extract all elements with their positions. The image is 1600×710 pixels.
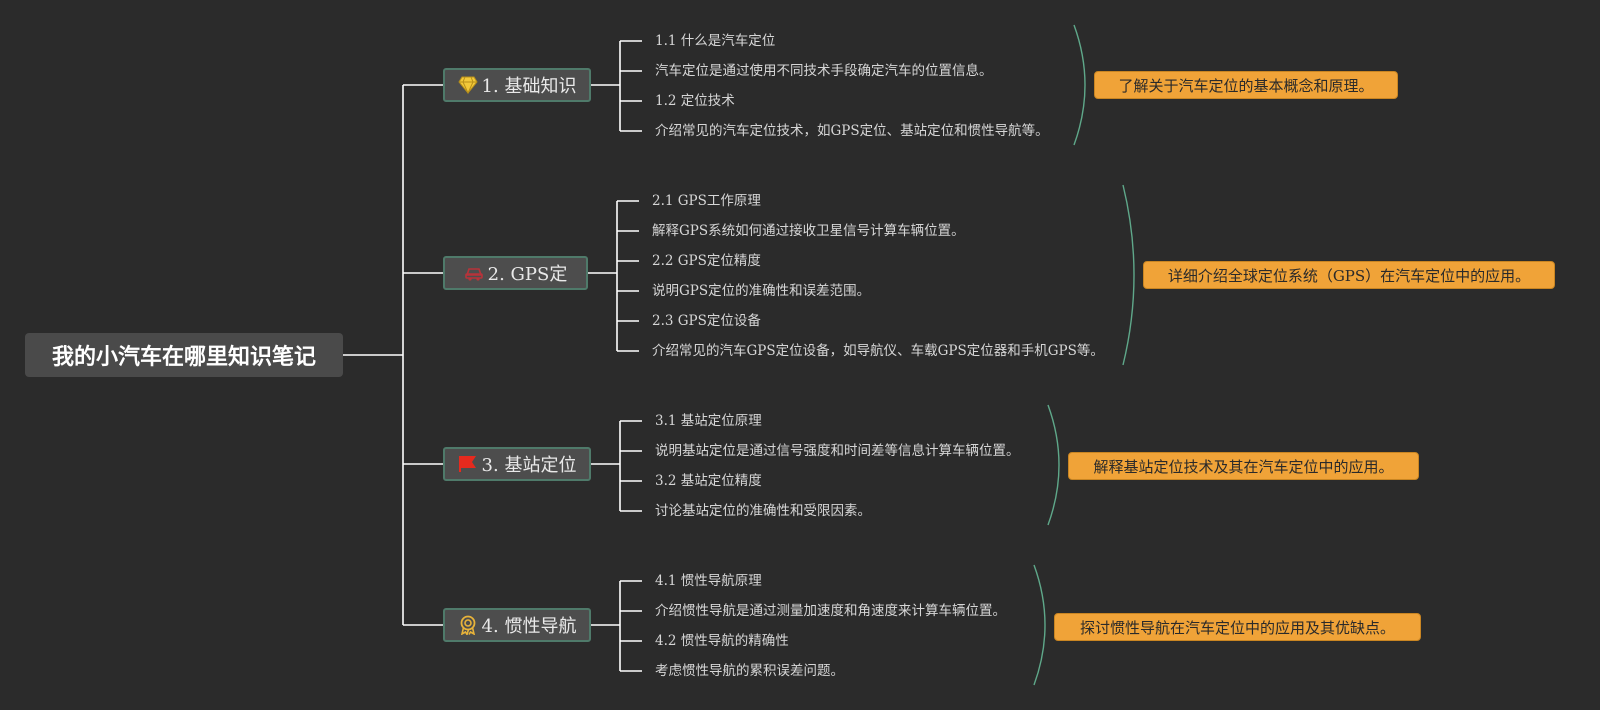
summary-basics[interactable]: 了解关于汽车定位的基本概念和原理。 bbox=[1094, 71, 1398, 99]
list-item: 介绍惯性导航是通过测量加速度和角速度来计算车辆位置。 bbox=[655, 603, 1006, 619]
topic-label: 4. 惯性导航 bbox=[481, 616, 577, 637]
list-item: 解释GPS系统如何通过接收卫星信号计算车辆位置。 bbox=[652, 223, 965, 239]
list-item: 2.3 GPS定位设备 bbox=[652, 313, 761, 329]
list-item: 讨论基站定位的准确性和受限因素。 bbox=[655, 503, 871, 519]
list-item: 说明基站定位是通过信号强度和时间差等信息计算车辆位置。 bbox=[655, 443, 1020, 459]
summary-gps[interactable]: 详细介绍全球定位系统（GPS）在汽车定位中的应用。 bbox=[1143, 261, 1555, 289]
summary-bracket bbox=[1122, 184, 1135, 366]
topic-base-station[interactable]: 3. 基站定位 bbox=[443, 447, 591, 481]
list-item: 3.2 基站定位精度 bbox=[655, 473, 762, 489]
list-item: 2.2 GPS定位精度 bbox=[652, 253, 761, 269]
medal-icon bbox=[458, 615, 478, 635]
summary-text: 解释基站定位技术及其在汽车定位中的应用。 bbox=[1093, 457, 1394, 476]
summary-text: 探讨惯性导航在汽车定位中的应用及其优缺点。 bbox=[1079, 618, 1395, 637]
list-item: 说明GPS定位的准确性和误差范围。 bbox=[652, 283, 871, 299]
list-item: 1.1 什么是汽车定位 bbox=[655, 33, 776, 49]
summary-inertial-navigation[interactable]: 探讨惯性导航在汽车定位中的应用及其优缺点。 bbox=[1054, 613, 1421, 641]
list-item: 介绍常见的汽车定位技术，如GPS定位、基站定位和惯性导航等。 bbox=[655, 123, 1049, 139]
topic-basics[interactable]: 1. 基础知识 bbox=[443, 68, 591, 102]
root-title: 我的小汽车在哪里知识笔记 bbox=[51, 344, 316, 370]
summary-text: 了解关于汽车定位的基本概念和原理。 bbox=[1118, 76, 1374, 95]
summary-base-station[interactable]: 解释基站定位技术及其在汽车定位中的应用。 bbox=[1068, 452, 1419, 480]
topic-label: 3. 基站定位 bbox=[481, 455, 577, 476]
list-item: 考虑惯性导航的累积误差问题。 bbox=[655, 663, 844, 679]
flag-icon bbox=[458, 454, 478, 474]
list-item: 3.1 基站定位原理 bbox=[655, 413, 762, 429]
summary-bracket bbox=[1047, 404, 1060, 526]
summary-text: 详细介绍全球定位系统（GPS）在汽车定位中的应用。 bbox=[1167, 266, 1531, 285]
list-item: 2.1 GPS工作原理 bbox=[652, 193, 761, 209]
summary-bracket bbox=[1033, 564, 1046, 686]
list-item: 汽车定位是通过使用不同技术手段确定汽车的位置信息。 bbox=[655, 63, 993, 79]
list-item: 1.2 定位技术 bbox=[655, 93, 735, 109]
topic-label: 1. 基础知识 bbox=[481, 76, 577, 97]
list-item: 4.2 惯性导航的精确性 bbox=[655, 633, 789, 649]
root-node[interactable]: 我的小汽车在哪里知识笔记 bbox=[25, 333, 343, 377]
topic-inertial-navigation[interactable]: 4. 惯性导航 bbox=[443, 608, 591, 642]
topic-label: 2. GPS定 bbox=[487, 264, 568, 285]
car-icon bbox=[464, 263, 484, 283]
list-item: 4.1 惯性导航原理 bbox=[655, 573, 762, 589]
topic-gps[interactable]: 2. GPS定 bbox=[443, 256, 588, 290]
list-item: 介绍常见的汽车GPS定位设备，如导航仪、车载GPS定位器和手机GPS等。 bbox=[652, 343, 1104, 359]
diamond-icon bbox=[457, 75, 478, 95]
summary-bracket bbox=[1073, 24, 1086, 146]
